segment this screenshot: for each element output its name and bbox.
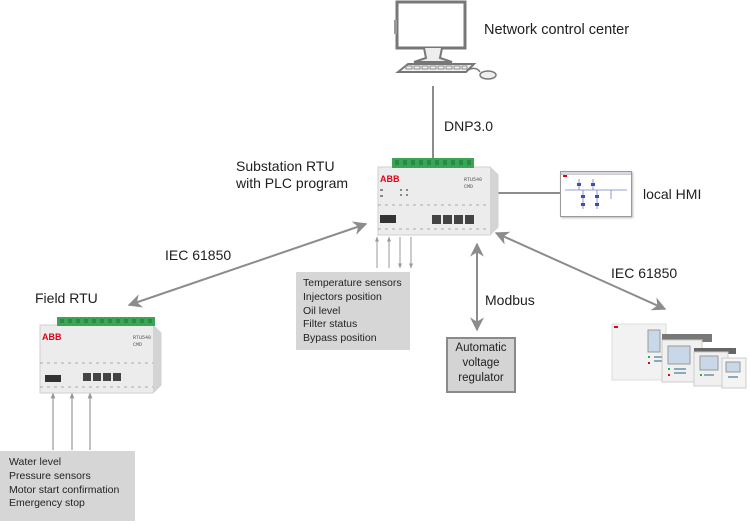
svg-text:RTU540: RTU540	[133, 335, 151, 341]
substation-rtu-label-line2: with PLC program	[236, 175, 349, 191]
signal-item: Oil level	[303, 304, 341, 317]
abb-logo-icon: ABB	[380, 174, 400, 184]
iec-right-link-arrow	[494, 231, 667, 311]
signal-item: Water level	[9, 456, 62, 468]
local-hmi-label: local HMI	[643, 186, 702, 202]
signal-item: Bypass position	[303, 332, 377, 345]
abb-logo-icon: ABB	[42, 332, 62, 342]
svg-text:CMD: CMD	[133, 342, 142, 348]
signal-item: Injectors position	[303, 290, 382, 303]
iec-61850-left-label: IEC 61850	[165, 247, 232, 263]
protection-relays-icon[interactable]	[604, 318, 750, 390]
hmi-screen-icon[interactable]	[560, 171, 632, 217]
signal-item: Filter status	[303, 318, 358, 331]
signal-item: Emergency stop	[9, 497, 85, 510]
field-rtu-label: Field RTU	[35, 290, 98, 306]
desktop-computer-icon	[394, 0, 497, 80]
field-signal-list: Water level Pressure sensors Motor start…	[0, 451, 135, 521]
iec-61850-right-label: IEC 61850	[611, 265, 678, 281]
network-control-center-label: Network control center	[484, 22, 630, 38]
automatic-voltage-regulator-box[interactable]: Automatic voltage regulator	[446, 337, 516, 393]
modbus-label: Modbus	[485, 292, 535, 308]
signal-item: Pressure sensors	[9, 469, 91, 482]
svg-text:CMD: CMD	[464, 184, 473, 190]
avr-label-line: voltage	[462, 357, 500, 369]
dnp3-label: DNP3.0	[444, 118, 494, 134]
iec-left-link-arrow	[127, 221, 368, 308]
avr-label-line: regulator	[458, 372, 504, 384]
signal-item: Motor start confirmation	[9, 483, 120, 496]
avr-label-line: Automatic	[455, 342, 507, 354]
substation-rtu-label-line1: Substation RTU	[236, 158, 335, 174]
field-rtu-device[interactable]: ABB RTU540 CMD	[35, 315, 163, 395]
substation-rtu-device[interactable]: ABB RTU540 CMD	[370, 155, 500, 240]
signal-item: Temperature sensors	[303, 277, 402, 289]
svg-text:RTU540: RTU540	[464, 177, 482, 183]
substation-signal-list: Temperature sensors Injectors position O…	[296, 272, 410, 350]
